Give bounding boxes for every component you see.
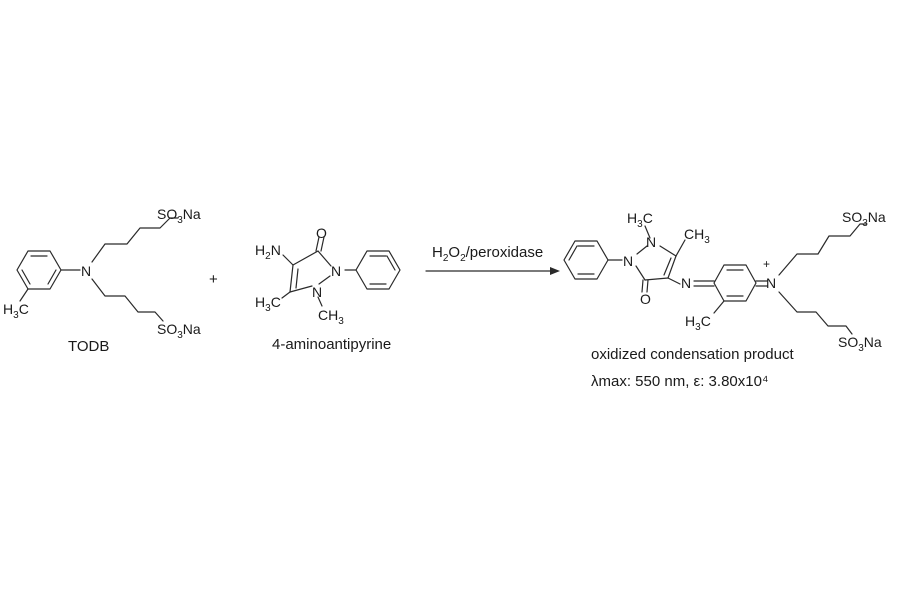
product-methyl-top: H3C bbox=[627, 210, 653, 230]
product-carbonyl-bond bbox=[641, 279, 644, 293]
product-cation-n: N bbox=[766, 275, 776, 291]
product-n2-atom: N bbox=[646, 234, 656, 250]
product-ring-methyl-bond bbox=[713, 300, 725, 314]
aap-oxygen: O bbox=[316, 225, 327, 241]
product-c3-c4-bond bbox=[667, 255, 677, 279]
product-n1-atom: N bbox=[623, 253, 633, 269]
arrow-head bbox=[550, 267, 560, 275]
todb-upper-chain bbox=[91, 217, 179, 263]
todb-methyl-bond bbox=[19, 288, 29, 302]
product-structure: H3C CH3 N N O N + N H3C SO3Na SO3Na oxid… bbox=[563, 209, 886, 390]
product-charge: + bbox=[763, 257, 770, 271]
product-n2-c3-bond bbox=[659, 245, 677, 257]
product-lower-chain bbox=[778, 291, 853, 335]
product-n1-n2-bond bbox=[636, 245, 648, 255]
aap-c5-c4-bond bbox=[289, 264, 294, 293]
product-c4-imine-bond bbox=[667, 277, 681, 285]
todb-methyl-label: H3C bbox=[3, 301, 29, 321]
aap-carbonyl-bond bbox=[315, 236, 320, 252]
product-phenyl-double bbox=[568, 245, 578, 261]
plus-sign: + bbox=[209, 271, 218, 288]
product-c4-c5-bond bbox=[644, 277, 669, 281]
aap-c5-c4-double bbox=[295, 268, 299, 289]
arrow-reagent: H2O2/peroxidase bbox=[432, 244, 543, 264]
aap-phenyl-ring bbox=[355, 250, 401, 290]
aap-n1-c5-bond bbox=[289, 285, 313, 293]
todb-ring-double-bond bbox=[47, 269, 57, 285]
product-oxygen: O bbox=[640, 291, 651, 307]
aap-c3-n2-bond bbox=[317, 250, 332, 267]
product-phenyl-ring bbox=[563, 240, 609, 280]
todb-benzene-ring bbox=[16, 250, 62, 290]
aap-methyl-n-label: CH3 bbox=[318, 307, 344, 327]
todb-n-atom: N bbox=[81, 263, 91, 279]
aap-methyl-bond bbox=[281, 291, 291, 299]
reaction-arrow: H2O2/peroxidase bbox=[425, 244, 560, 275]
product-c5-n1-bond bbox=[635, 265, 646, 281]
aap-c4-c3-bond bbox=[292, 250, 319, 266]
aminoantipyrine-structure: H2N O N N H3C CH3 4-aminoantipyrine bbox=[255, 225, 401, 353]
product-so3na-bottom: SO3Na bbox=[838, 334, 882, 354]
todb-name: TODB bbox=[68, 338, 109, 355]
product-imine-n: N bbox=[681, 275, 691, 291]
todb-so3na-top: SO3Na bbox=[157, 206, 201, 226]
product-carbonyl-double bbox=[646, 279, 649, 293]
product-c-methyl-bond bbox=[675, 239, 686, 257]
aap-n-methyl-bond bbox=[317, 296, 323, 307]
product-name: oxidized condensation product bbox=[591, 346, 794, 363]
todb-ring-double-bond bbox=[21, 269, 31, 285]
aap-amine-bond bbox=[282, 254, 294, 266]
product-n-methyl-bond bbox=[644, 225, 651, 239]
product-so3na-top: SO3Na bbox=[842, 209, 886, 229]
aap-n1-atom: N bbox=[312, 284, 322, 300]
aap-amine-label: H2N bbox=[255, 242, 281, 262]
product-upper-chain bbox=[778, 223, 867, 276]
todb-lower-chain bbox=[91, 278, 164, 322]
aap-n2-n1-bond bbox=[318, 275, 331, 285]
aap-n2-atom: N bbox=[331, 263, 341, 279]
aap-carbonyl-double bbox=[320, 236, 325, 252]
todb-structure: N SO3Na SO3Na H3C TODB bbox=[3, 206, 201, 355]
aap-phenyl-double bbox=[386, 255, 396, 271]
aap-name: 4-aminoantipyrine bbox=[272, 336, 391, 353]
product-ring-methyl: H3C bbox=[685, 313, 711, 333]
aap-methyl-c-label: H3C bbox=[255, 294, 281, 314]
todb-so3na-bottom: SO3Na bbox=[157, 321, 201, 341]
product-methyl-right: CH3 bbox=[684, 226, 710, 246]
product-spectral-data: λmax: 550 nm, ε: 3.80x10⁴ bbox=[591, 373, 768, 390]
product-c3-c4-double bbox=[663, 257, 672, 276]
